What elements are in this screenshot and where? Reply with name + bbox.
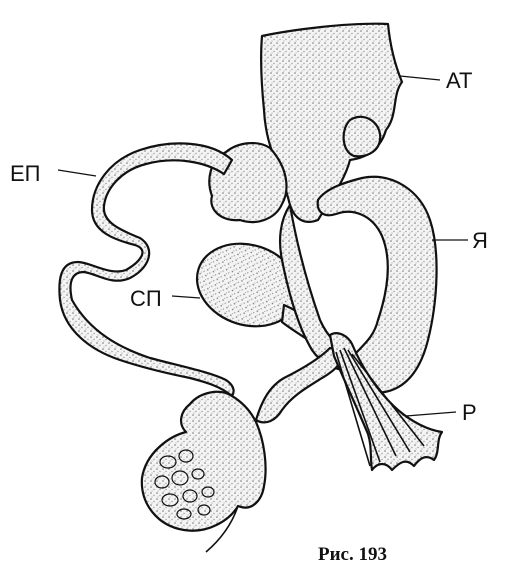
figure-caption: Рис. 193: [318, 544, 387, 565]
label-ep: ЕП: [10, 161, 41, 186]
lower-tube: [256, 348, 342, 422]
label-r: Р: [462, 400, 477, 425]
upper-bulge: [344, 117, 381, 156]
leader-r: [406, 412, 456, 416]
label-sp: СП: [130, 286, 162, 311]
leader-sp: [172, 296, 200, 298]
leader-at: [400, 76, 440, 80]
label-at: АТ: [446, 68, 472, 93]
label-ya: Я: [472, 228, 488, 253]
leader-ep: [58, 170, 96, 176]
